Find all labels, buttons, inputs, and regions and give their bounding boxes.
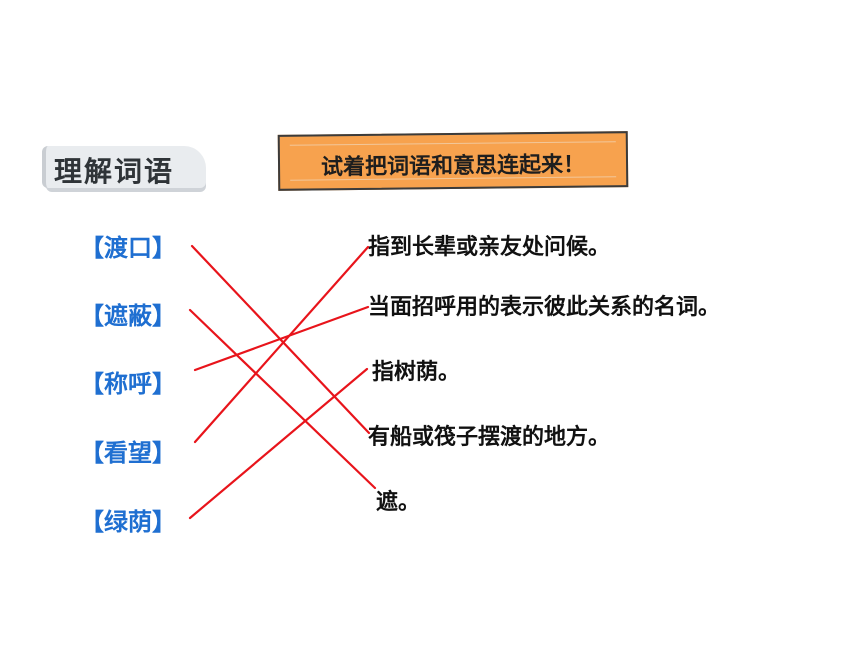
meaning-4[interactable]: 遮。 — [376, 490, 421, 515]
match-line-1 — [188, 308, 377, 490]
term-4[interactable]: 【绿荫】 — [80, 508, 176, 536]
section-title-badge: 理解词语 — [42, 146, 208, 192]
term-1[interactable]: 【遮蔽】 — [80, 302, 176, 330]
term-0[interactable]: 【渡口】 — [80, 234, 176, 262]
meaning-0[interactable]: 指到长辈或亲友处问候。 — [368, 235, 611, 260]
match-line-4 — [188, 367, 369, 520]
meaning-3[interactable]: 有船或筏子摆渡的地方。 — [368, 425, 611, 450]
meaning-2[interactable]: 指树荫。 — [372, 360, 461, 385]
meaning-1[interactable]: 当面招呼用的表示彼此关系的名词。 — [368, 295, 721, 320]
section-title: 理解词语 — [54, 155, 175, 188]
match-line-3 — [193, 245, 370, 444]
term-3[interactable]: 【看望】 — [80, 439, 176, 467]
title-badge-face — [42, 146, 206, 188]
term-2[interactable]: 【称呼】 — [80, 370, 176, 398]
match-line-2 — [193, 305, 370, 372]
